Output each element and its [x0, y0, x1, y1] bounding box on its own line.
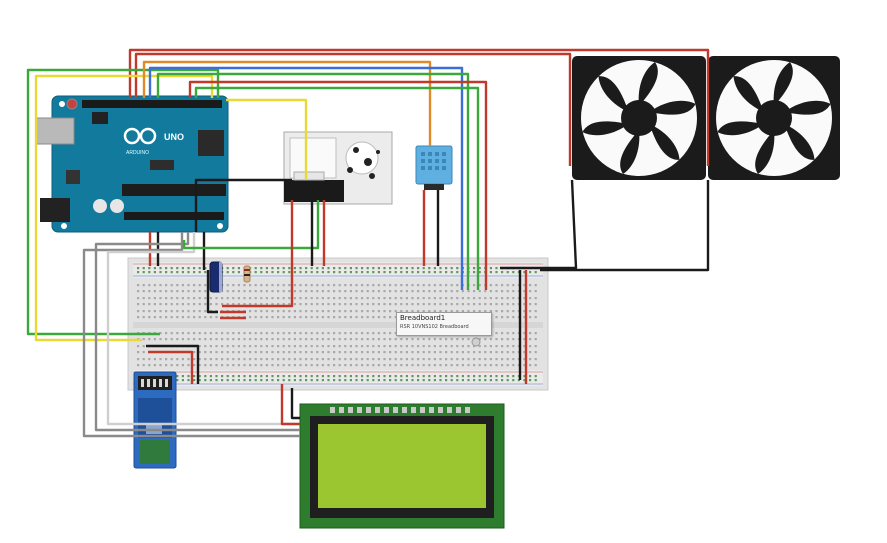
wire-black-lcd — [290, 388, 300, 420]
arduino-brand-text: ARDUINO — [126, 150, 149, 156]
lcd-20x4-display — [299, 403, 505, 529]
wire-yellow-left — [34, 74, 214, 342]
dht-temperature-humidity-sensor — [415, 145, 453, 190]
bluetooth-module — [133, 371, 177, 469]
wire-black-fan — [500, 179, 578, 270]
wire-black-fan-2 — [540, 180, 710, 272]
breadboard-tooltip: Breadboard1 RSR 10VNS102 Breadboard — [396, 312, 492, 336]
wire-green-left — [26, 68, 220, 336]
wire-white-bt — [106, 232, 300, 426]
resistor — [243, 265, 251, 283]
cooling-fan-1 — [572, 56, 706, 180]
cooling-fan-2 — [708, 56, 840, 180]
wire-red-lcd — [280, 384, 300, 426]
wires — [26, 48, 710, 438]
arduino-logo — [123, 127, 157, 145]
electrolytic-capacitor — [209, 261, 223, 293]
breadboard-tooltip-subtitle: RSR 10VNS102 Breadboard — [400, 324, 469, 330]
breadboard-tooltip-title: Breadboard1 — [400, 314, 446, 322]
wire-yellow-dust — [226, 98, 308, 180]
wire-orange-dht — [142, 60, 432, 146]
wire-blue-dht — [148, 66, 464, 290]
dust-sensor — [283, 131, 393, 205]
wire-red-dust — [222, 200, 294, 308]
wire-black-cap — [206, 270, 218, 314]
wire-black-bt — [146, 344, 200, 384]
wire-gray-bt2 — [94, 232, 300, 432]
wire-green-dust — [194, 86, 480, 290]
wire-red-bt — [148, 350, 194, 384]
wire-red-fan-power — [128, 48, 710, 166]
wire-green-bb — [156, 72, 470, 290]
wire-green-dust-2 — [182, 200, 320, 250]
arduino-uno-board: UNO ARDUINO — [35, 95, 229, 233]
uno-logo-text: UNO — [164, 132, 184, 142]
wire-red-bb — [188, 80, 488, 290]
wire-black-arduino — [194, 178, 292, 232]
